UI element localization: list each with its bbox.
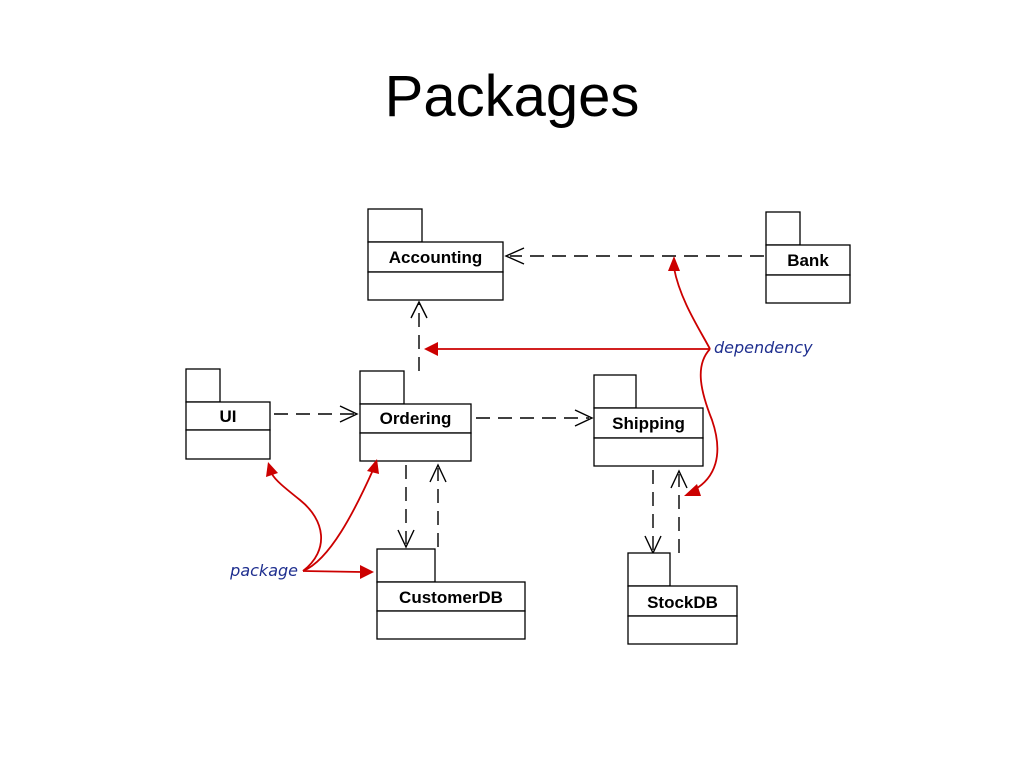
dependency-ordering-to-customerdb: [397, 465, 415, 549]
package-ordering: Ordering: [359, 370, 472, 462]
package-name: StockDB: [647, 593, 718, 612]
package-shipping: Shipping: [593, 374, 704, 467]
dependency-ordering-to-accounting: [410, 300, 428, 371]
dependency-callout-label: dependency: [714, 338, 813, 357]
dependency-stockdb-to-shipping: [670, 469, 688, 553]
package-name: Shipping: [612, 414, 685, 433]
package-accounting: Accounting: [367, 208, 504, 301]
slide-title: Packages: [384, 64, 640, 129]
package-ui: UI: [185, 368, 271, 460]
package-name: Ordering: [380, 409, 452, 428]
package-name: Bank: [787, 251, 829, 270]
dependency-bank-to-accounting: [504, 247, 764, 265]
package-callout-label: package: [229, 561, 298, 580]
dependency-ordering-to-shipping: [476, 409, 594, 427]
package-name: UI: [220, 407, 237, 426]
dependency-shipping-to-stockdb: [644, 470, 662, 555]
dependency-customerdb-to-ordering: [429, 463, 447, 547]
package-name: Accounting: [389, 248, 483, 267]
package-customerdb: CustomerDB: [376, 548, 526, 640]
dependency-ui-to-ordering: [274, 405, 359, 423]
package-bank: Bank: [765, 211, 851, 304]
package-callout-arrows: [266, 459, 379, 579]
dependency-callout-arrows: [424, 256, 719, 496]
package-name: CustomerDB: [399, 588, 503, 607]
package-stockdb: StockDB: [627, 552, 738, 645]
